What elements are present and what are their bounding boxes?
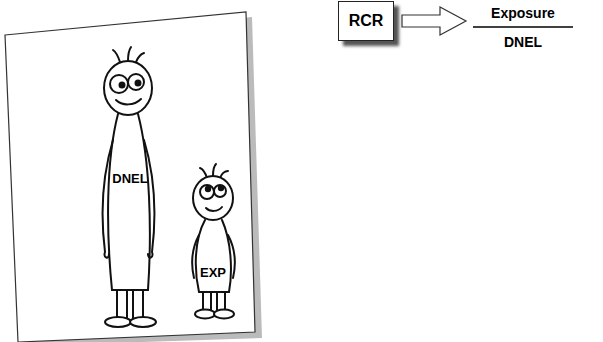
short-figure (192, 164, 235, 319)
figure-label: EXP (200, 265, 226, 280)
box-label: RCR (349, 12, 384, 30)
process-box: RCR (338, 1, 394, 41)
tall-figure (103, 47, 156, 327)
figure-label: DNEL (112, 171, 147, 186)
fraction-bar (473, 26, 573, 28)
block-arrow (402, 7, 466, 35)
fraction-term: Exposure (491, 5, 555, 21)
paper-sheet (5, 12, 255, 342)
fraction-term: DNEL (504, 34, 542, 50)
